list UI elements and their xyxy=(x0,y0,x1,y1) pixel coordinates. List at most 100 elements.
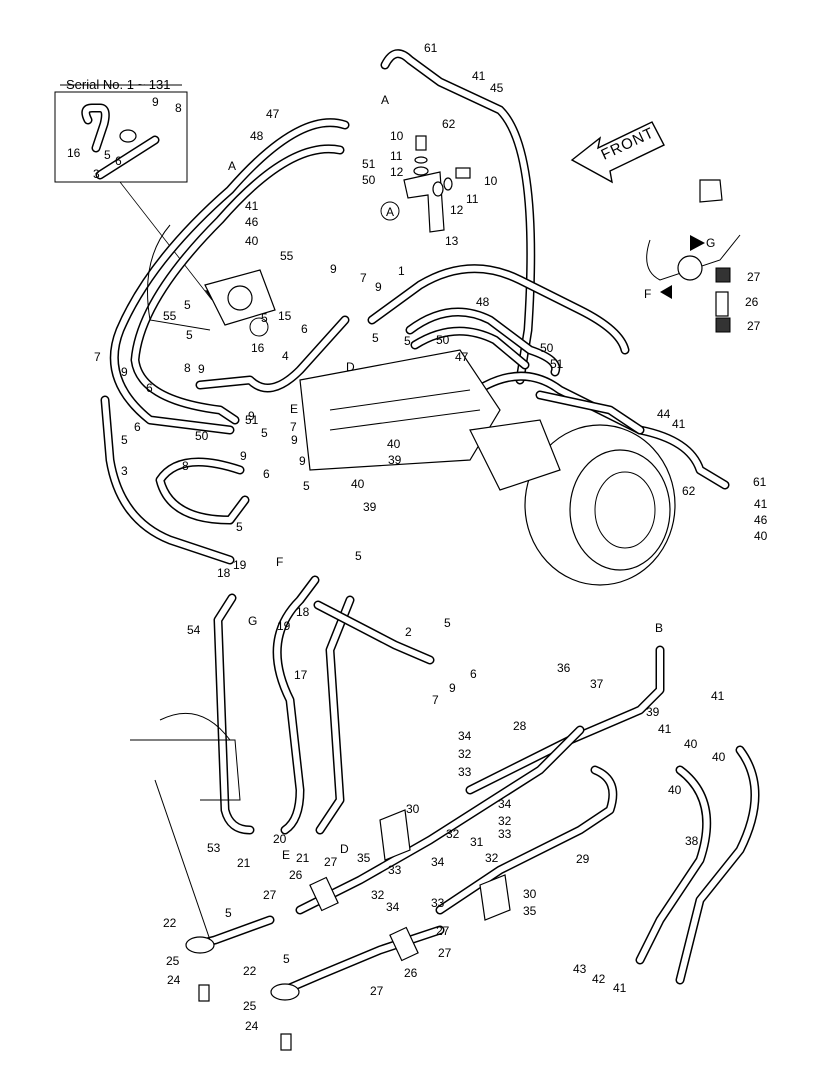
callout-33: 33 xyxy=(388,863,402,877)
callout-5: 5 xyxy=(372,331,379,345)
callout-41: 41 xyxy=(245,199,259,213)
inset-arrow-leader xyxy=(119,181,213,301)
callout-50: 50 xyxy=(195,429,209,443)
callout-10: 10 xyxy=(484,174,498,188)
conn-F-mid: F xyxy=(276,555,283,569)
inset-title: Serial No. 1 ~ 131 xyxy=(66,77,170,92)
callout-61: 61 xyxy=(753,475,767,489)
callout-9: 9 xyxy=(299,454,306,468)
callout-42: 42 xyxy=(592,972,606,986)
swivel-port xyxy=(677,255,703,281)
flange-22-b xyxy=(270,983,300,1001)
callout-27: 27 xyxy=(370,984,384,998)
callout-41: 41 xyxy=(711,689,725,703)
callout-9: 9 xyxy=(240,449,247,463)
callout-41: 41 xyxy=(658,722,672,736)
front-arrow-shape xyxy=(570,121,665,184)
callout-25: 25 xyxy=(243,999,257,1013)
callout-62: 62 xyxy=(442,117,456,131)
callout-6: 6 xyxy=(134,420,141,434)
callout-5: 5 xyxy=(121,433,128,447)
travel-motor-body xyxy=(469,419,561,491)
callout-21: 21 xyxy=(237,856,251,870)
callout-62: 62 xyxy=(682,484,696,498)
callout-38: 38 xyxy=(685,834,699,848)
callout-26: 26 xyxy=(404,966,418,980)
flange-22-a xyxy=(185,936,215,954)
front-arrow: FRONT xyxy=(570,121,665,184)
callout-7: 7 xyxy=(290,420,297,434)
callout-34: 34 xyxy=(431,855,445,869)
callout-9: 9 xyxy=(449,681,456,695)
middle-hoses xyxy=(100,395,760,985)
callout-54: 54 xyxy=(187,623,201,637)
arrow-F xyxy=(660,285,672,299)
callout-5: 5 xyxy=(283,952,290,966)
callout-35: 35 xyxy=(357,851,371,865)
callout-19: 19 xyxy=(277,619,291,633)
callout-31: 31 xyxy=(470,835,484,849)
callout-6: 6 xyxy=(470,667,477,681)
callout-41: 41 xyxy=(672,417,686,431)
swivel-body xyxy=(646,234,741,281)
callout-24: 24 xyxy=(167,973,181,987)
callout-39: 39 xyxy=(646,705,660,719)
clamp-27-a xyxy=(715,267,731,283)
washer-11-b xyxy=(443,177,453,191)
arrow-G xyxy=(690,235,705,251)
callout-24: 24 xyxy=(245,1019,259,1033)
callout-40: 40 xyxy=(245,234,259,248)
callout-32: 32 xyxy=(371,888,385,902)
callout-12: 12 xyxy=(390,165,404,179)
callout-6: 6 xyxy=(301,322,308,336)
callout-61: 61 xyxy=(424,41,438,55)
swivel-cap xyxy=(699,179,723,203)
callout-16: 16 xyxy=(251,341,265,355)
callout-51: 51 xyxy=(245,413,259,427)
callout-32: 32 xyxy=(458,747,472,761)
callout-43: 43 xyxy=(573,962,587,976)
callout-17: 17 xyxy=(294,668,308,682)
callout-32: 32 xyxy=(498,814,512,828)
callout-10: 10 xyxy=(390,129,404,143)
sleeve-26-b xyxy=(389,926,419,962)
callout-29: 29 xyxy=(576,852,590,866)
callout-7: 7 xyxy=(360,271,367,285)
callout-27: 27 xyxy=(436,924,450,938)
callout-30: 30 xyxy=(523,887,537,901)
callout-27: 27 xyxy=(747,270,761,284)
callout-3: 3 xyxy=(121,464,128,478)
swivel-detail xyxy=(646,179,741,333)
bolt-10-b xyxy=(455,167,471,179)
callout-5: 5 xyxy=(104,148,111,162)
callout-51: 51 xyxy=(550,357,564,371)
callout-33: 33 xyxy=(498,827,512,841)
callout-28: 28 xyxy=(513,719,527,733)
bolt-24-b xyxy=(280,1033,292,1051)
callout-39: 39 xyxy=(388,453,402,467)
bracket-plate xyxy=(403,171,445,233)
clamp-27-b xyxy=(715,317,731,333)
bolt-24-a xyxy=(198,984,210,1002)
callout-19: 19 xyxy=(233,558,247,572)
callout-53: 53 xyxy=(207,841,221,855)
callout-15: 15 xyxy=(278,309,292,323)
callout-2: 2 xyxy=(405,625,412,639)
lower-tubes xyxy=(130,712,618,1051)
conn-E-bottom: E xyxy=(282,848,290,862)
callout-34: 34 xyxy=(458,729,472,743)
callout-41: 41 xyxy=(472,69,486,83)
engine-outline xyxy=(147,224,211,331)
conn-F-right: F xyxy=(644,287,651,301)
callout-11: 11 xyxy=(466,192,479,206)
callout-32: 32 xyxy=(485,851,499,865)
bracket-30-a xyxy=(379,809,411,861)
callout-3: 3 xyxy=(93,167,100,181)
conn-E-top: E xyxy=(290,402,298,416)
callout-34: 34 xyxy=(498,797,512,811)
bracket-13 xyxy=(403,135,471,233)
callout-27: 27 xyxy=(747,319,761,333)
callout-46: 46 xyxy=(245,215,259,229)
conn-B: B xyxy=(655,621,663,635)
